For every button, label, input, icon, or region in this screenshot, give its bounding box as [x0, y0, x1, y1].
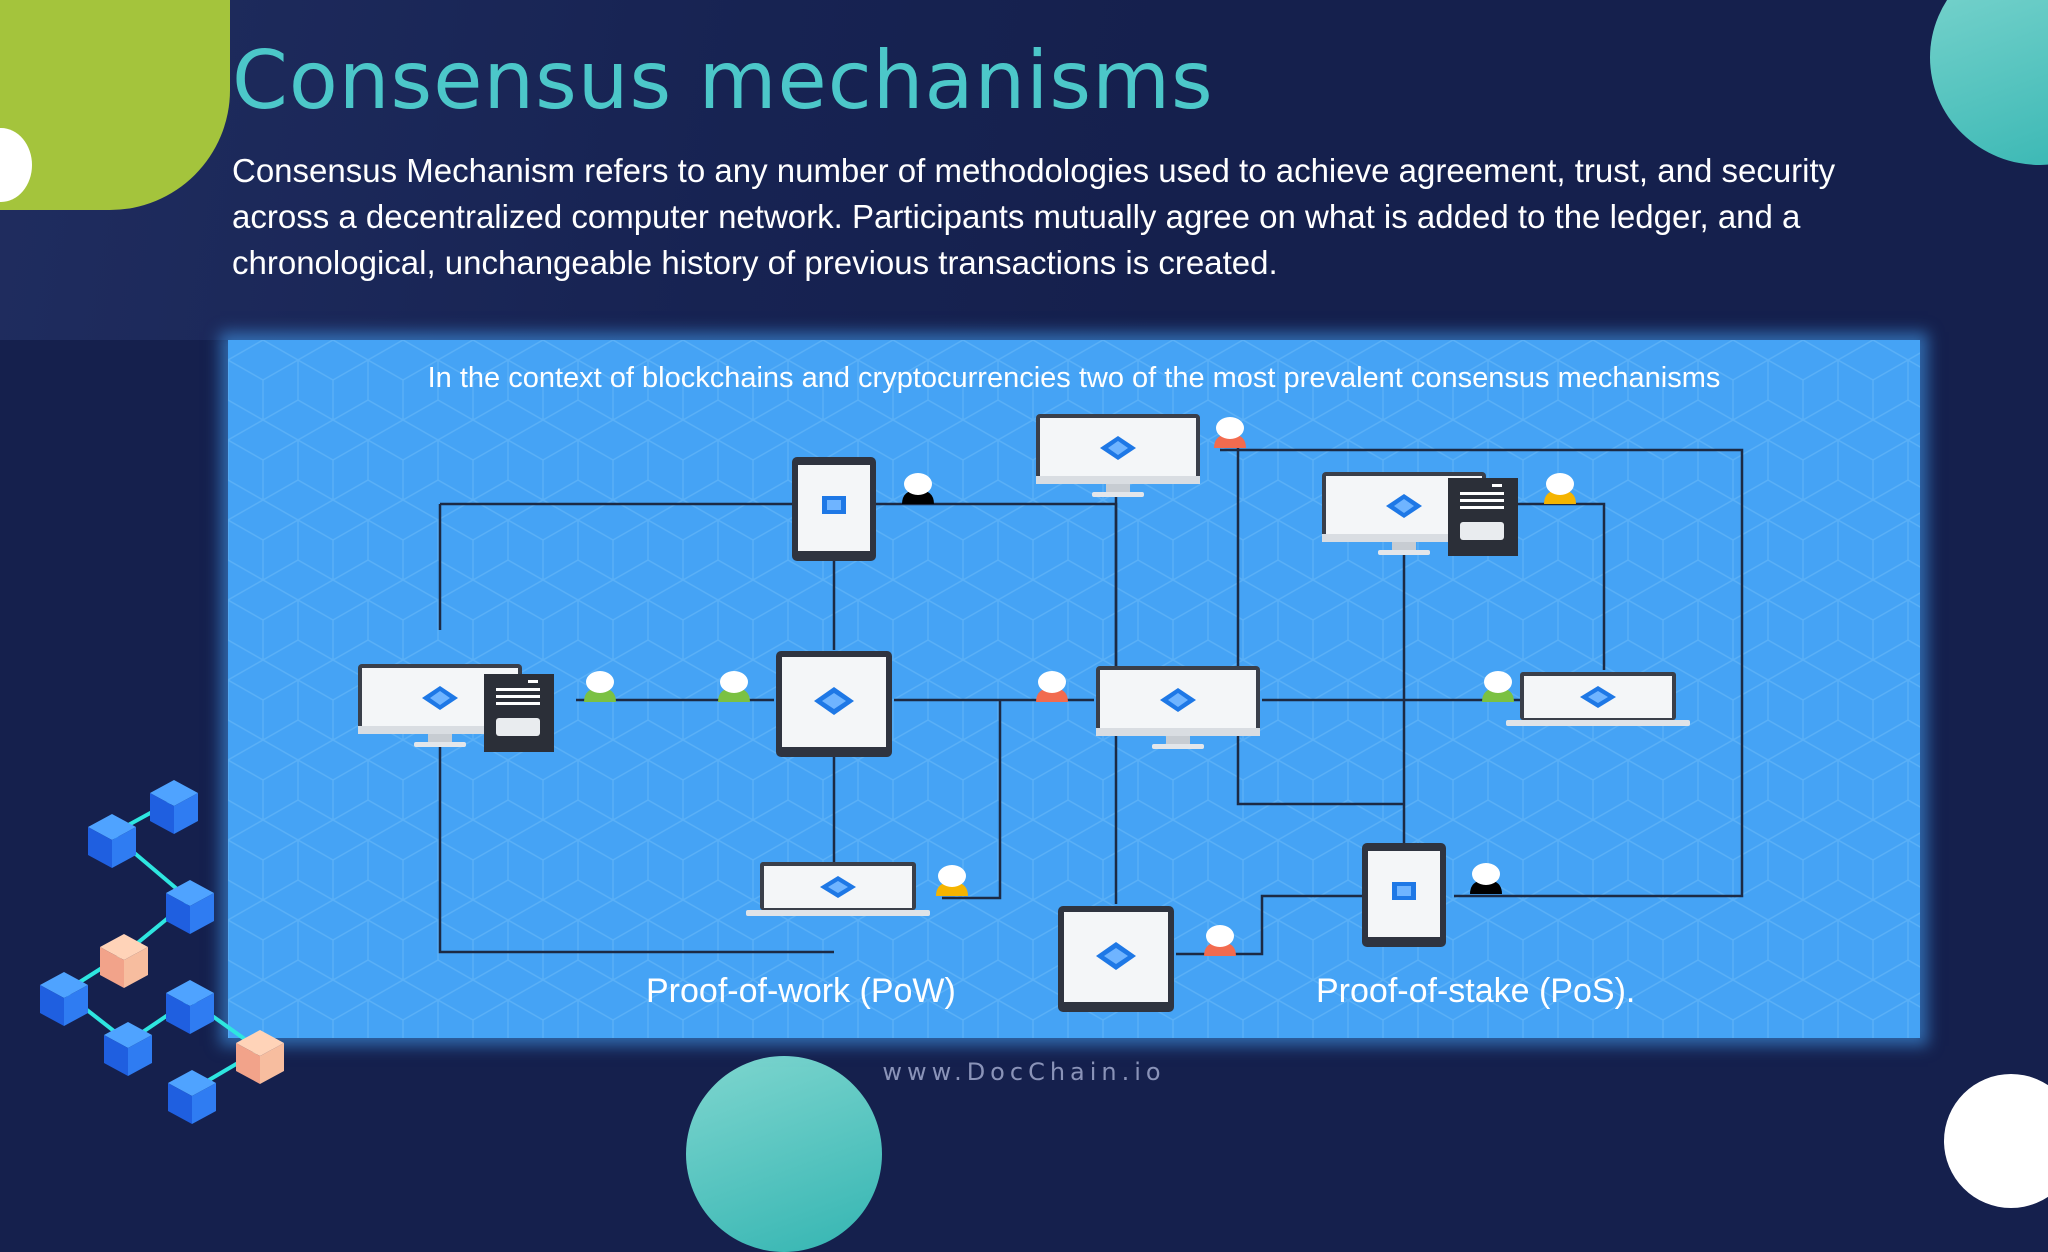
- network-diagram-panel: In the context of blockchains and crypto…: [228, 340, 1920, 1038]
- pos-label: Proof-of-stake (PoS).: [1316, 972, 1636, 1010]
- user-icon: [718, 671, 750, 702]
- teal-circle-decoration: [1930, 0, 2048, 165]
- user-icon: [1204, 925, 1236, 956]
- user-icon: [1482, 671, 1514, 702]
- intro-paragraph: Consensus Mechanism refers to any number…: [232, 152, 1836, 281]
- cube: [150, 780, 198, 834]
- user-icon: [1214, 417, 1246, 448]
- user-icon: [1036, 671, 1068, 702]
- cube: [166, 980, 214, 1034]
- pow-label: Proof-of-work (PoW): [646, 972, 956, 1010]
- user-icon: [1544, 473, 1576, 504]
- blockchain-cubes-illustration: [40, 780, 284, 1124]
- diagram-caption: In the context of blockchains and crypto…: [427, 362, 1721, 394]
- laptop-node: [746, 862, 930, 916]
- display-node: [1058, 906, 1174, 1012]
- user-icon: [902, 473, 934, 504]
- user-icon: [936, 865, 968, 896]
- network-diagram: [228, 340, 1920, 1038]
- server-node: [1448, 478, 1518, 556]
- laptop-node: [1506, 672, 1690, 726]
- tablet-node: [792, 457, 876, 561]
- server-node: [484, 674, 554, 752]
- display-node: [776, 651, 892, 757]
- user-icon: [584, 671, 616, 702]
- user-icon: [1470, 863, 1502, 894]
- white-circle-decoration: [1944, 1074, 2048, 1208]
- tablet-node: [1362, 843, 1446, 947]
- slide-title: Consensus mechanisms: [232, 34, 1214, 127]
- footer-url: www.DocChain.io: [882, 1058, 1166, 1086]
- cube: [88, 814, 136, 868]
- network-links: [438, 448, 1744, 956]
